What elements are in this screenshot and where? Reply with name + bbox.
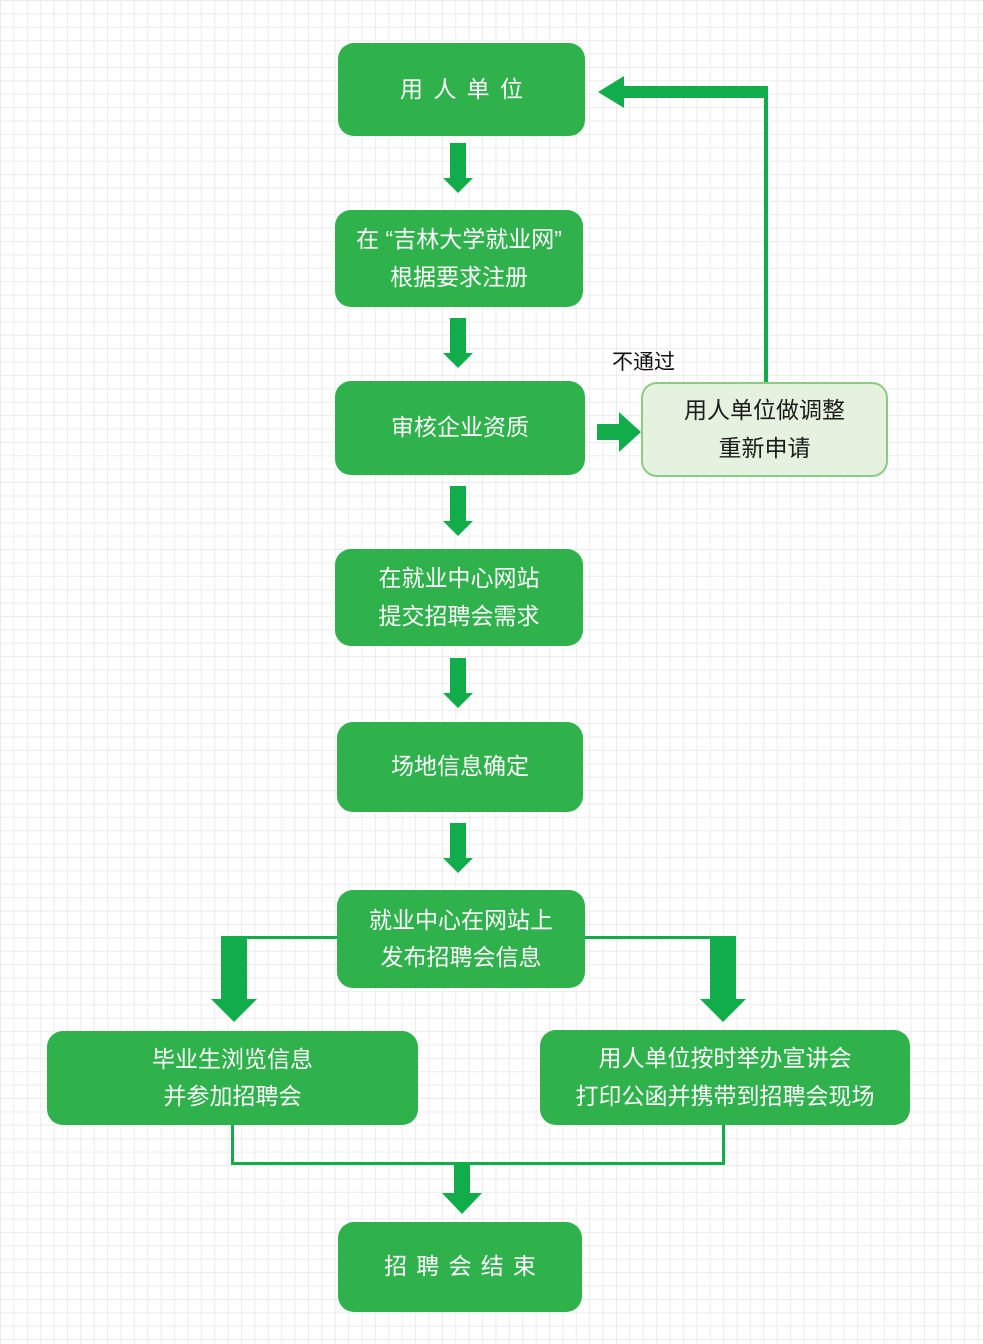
merge-line-right xyxy=(722,1125,725,1165)
arrow-stem xyxy=(221,936,247,999)
node-register-line2: 根据要求注册 xyxy=(390,263,528,290)
node-employer-fair-line2: 打印公函并携带到招聘会现场 xyxy=(575,1082,875,1109)
down-arrow-icon xyxy=(443,823,473,873)
node-submit: 在就业中心网站 提交招聘会需求 xyxy=(335,549,583,646)
node-submit-line2: 提交招聘会需求 xyxy=(378,602,540,629)
node-publish: 就业中心在网站上 发布招聘会信息 xyxy=(337,890,585,988)
branch-line-right xyxy=(585,936,725,939)
arrow-head xyxy=(443,178,473,193)
node-register-line1: 在 “吉林大学就业网” xyxy=(356,226,562,253)
down-arrow-icon xyxy=(443,318,473,368)
down-arrow-big-icon xyxy=(700,936,746,1022)
node-submit-line1: 在就业中心网站 xyxy=(378,565,540,592)
node-register: 在 “吉林大学就业网” 根据要求注册 xyxy=(335,210,583,307)
branch-line-left xyxy=(233,936,337,939)
node-employer: 用人单位 xyxy=(338,43,585,136)
node-graduates: 毕业生浏览信息 并参加招聘会 xyxy=(47,1031,418,1125)
arrow-stem xyxy=(450,823,466,858)
node-review: 审核企业资质 xyxy=(335,381,585,475)
arrow-stem xyxy=(450,486,466,521)
node-employer-fair-line1: 用人单位按时举办宣讲会 xyxy=(598,1045,852,1072)
node-end-label: 招聘会结束 xyxy=(384,1253,546,1280)
arrow-stem xyxy=(450,143,466,178)
merge-line-horizontal xyxy=(231,1162,725,1165)
node-end: 招聘会结束 xyxy=(338,1222,582,1312)
merge-line-left xyxy=(231,1125,234,1165)
node-employer-label: 用人单位 xyxy=(399,75,534,102)
down-arrow-icon xyxy=(442,1164,482,1214)
node-venue-label: 场地信息确定 xyxy=(391,753,529,780)
node-adjust-line2: 重新申请 xyxy=(718,434,811,461)
arrow-head xyxy=(443,858,473,873)
down-arrow-icon xyxy=(443,143,473,193)
right-arrow-icon xyxy=(597,412,641,452)
arrow-head xyxy=(443,353,473,368)
node-venue: 场地信息确定 xyxy=(337,722,583,812)
edge-label-reject: 不通过 xyxy=(612,351,675,374)
arrow-stem xyxy=(450,318,466,353)
arrow-head xyxy=(443,521,473,536)
feedback-line-vertical xyxy=(764,97,768,382)
node-adjust: 用人单位做调整 重新申请 xyxy=(641,382,888,477)
arrow-head xyxy=(442,1193,482,1214)
arrow-head xyxy=(700,999,746,1022)
down-arrow-big-icon xyxy=(211,936,257,1022)
down-arrow-icon xyxy=(443,486,473,536)
arrow-head xyxy=(619,412,641,452)
down-arrow-icon xyxy=(443,658,473,708)
arrow-stem xyxy=(710,936,736,999)
arrow-stem xyxy=(624,86,768,98)
node-publish-line2: 发布招聘会信息 xyxy=(380,944,542,970)
arrow-head xyxy=(211,999,257,1022)
arrow-stem xyxy=(454,1164,470,1193)
node-employer-fair: 用人单位按时举办宣讲会 打印公函并携带到招聘会现场 xyxy=(540,1030,910,1125)
left-arrow-icon xyxy=(598,76,768,108)
node-adjust-line1: 用人单位做调整 xyxy=(684,397,845,424)
arrow-stem xyxy=(597,424,619,440)
node-graduates-line2: 并参加招聘会 xyxy=(163,1083,302,1109)
node-graduates-line1: 毕业生浏览信息 xyxy=(152,1045,313,1072)
node-review-label: 审核企业资质 xyxy=(391,414,529,441)
arrow-head xyxy=(443,693,473,708)
arrow-head xyxy=(598,76,624,108)
node-publish-line1: 就业中心在网站上 xyxy=(369,906,553,933)
arrow-stem xyxy=(450,658,466,693)
